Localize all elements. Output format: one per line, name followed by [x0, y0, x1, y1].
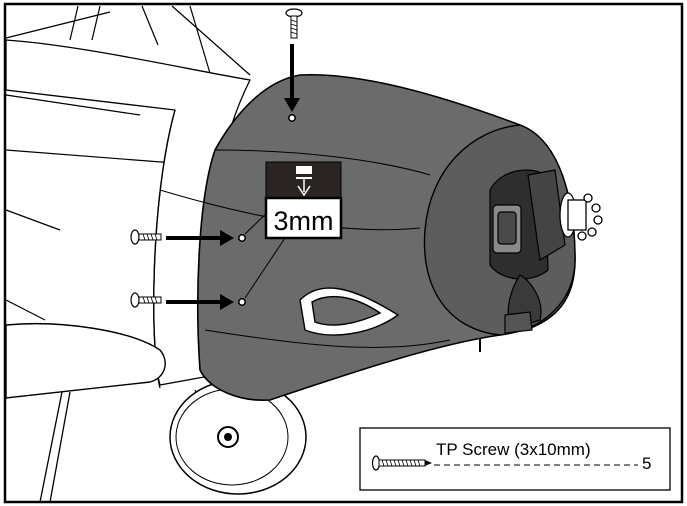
wing [5, 323, 166, 399]
screw-hole-low [238, 298, 246, 306]
prop-adapter [559, 192, 603, 241]
part-name-label: TP Screw (3x10mm) [436, 440, 591, 459]
diagram-frame [3, 2, 684, 504]
parts-legend: TP Screw (3x10mm) 5 [359, 427, 671, 491]
screw-top [285, 8, 303, 39]
screw-hole-mid [238, 234, 246, 242]
screw-holes [238, 114, 296, 306]
screw-mid [130, 229, 162, 245]
drill-callout: 3mm [264, 161, 343, 240]
wheel [169, 379, 307, 495]
drill-size-label: 3mm [274, 206, 334, 236]
part-quantity: 5 [642, 454, 651, 473]
engine-front [489, 169, 566, 334]
screw-hole-top [288, 114, 296, 122]
cheek-vent [299, 287, 400, 336]
tp-screw-icon [371, 455, 432, 471]
screw-low [130, 292, 162, 308]
